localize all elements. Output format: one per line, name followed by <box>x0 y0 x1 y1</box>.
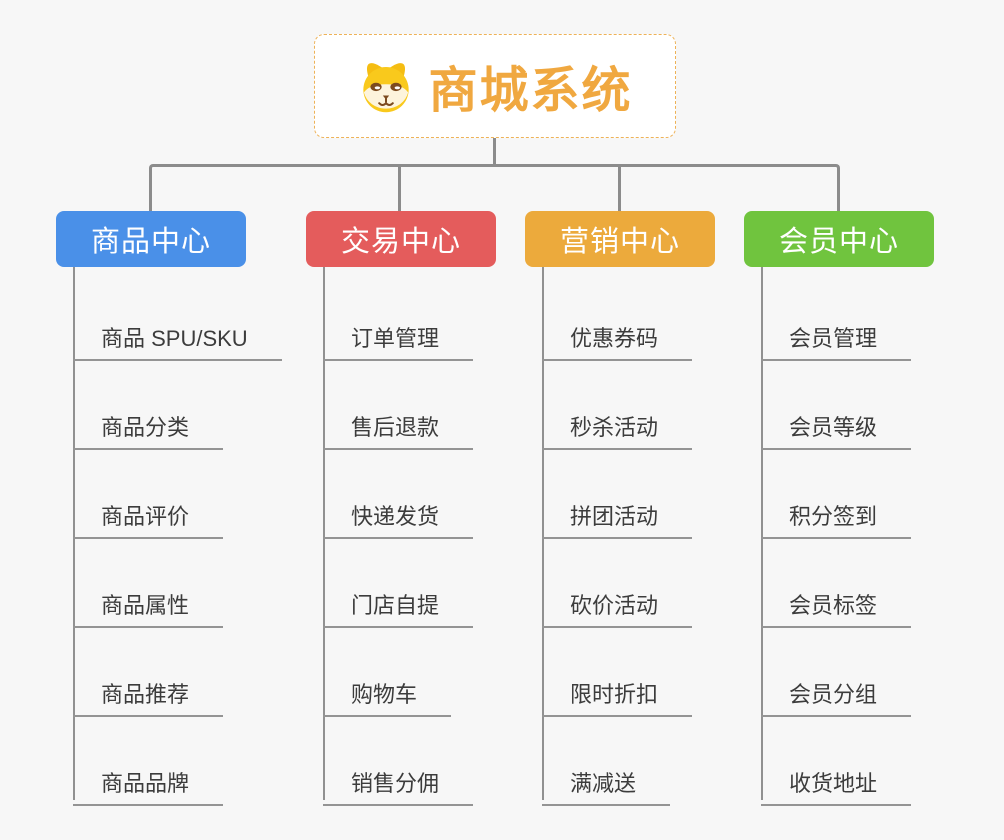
leaf-node[interactable]: 商品分类 <box>73 402 224 450</box>
connector-drop-3 <box>618 167 621 211</box>
connector-root-stub <box>493 138 496 164</box>
leaf-node[interactable]: 会员分组 <box>761 669 912 717</box>
branch-label: 营销中心 <box>559 226 680 258</box>
branch-node-4[interactable]: 会员中心 <box>744 211 934 267</box>
branch-label: 会员中心 <box>778 226 899 258</box>
leaf-node[interactable]: 会员管理 <box>761 313 912 361</box>
branch-label: 交易中心 <box>340 226 461 258</box>
root-title: 商城系统 <box>428 63 633 118</box>
root-node[interactable]: 商城系统 <box>314 34 676 138</box>
leaf-node[interactable]: 商品属性 <box>73 580 224 628</box>
leaf-node[interactable]: 商品推荐 <box>73 669 224 717</box>
leaf-node[interactable]: 满减送 <box>542 758 671 806</box>
dog-logo-icon <box>363 63 410 113</box>
branch-label: 商品中心 <box>90 226 211 258</box>
leaf-node[interactable]: 商品 SPU/SKU <box>73 313 282 361</box>
leaf-node[interactable]: 订单管理 <box>323 313 474 361</box>
branch-trunk-line <box>73 267 75 800</box>
branch-node-1[interactable]: 商品中心 <box>56 211 246 267</box>
branch-node-3[interactable]: 营销中心 <box>525 211 715 267</box>
leaf-node[interactable]: 商品评价 <box>73 491 224 539</box>
leaf-node[interactable]: 优惠券码 <box>542 313 693 361</box>
leaf-node[interactable]: 拼团活动 <box>542 491 693 539</box>
leaf-node[interactable]: 购物车 <box>323 669 452 717</box>
leaf-node[interactable]: 积分签到 <box>761 491 912 539</box>
leaf-node[interactable]: 快递发货 <box>323 491 474 539</box>
branch-trunk-line <box>542 267 544 800</box>
leaf-node[interactable]: 门店自提 <box>323 580 474 628</box>
leaf-node[interactable]: 秒杀活动 <box>542 402 693 450</box>
leaf-node[interactable]: 销售分佣 <box>323 758 474 806</box>
branch-trunk-line <box>323 267 325 800</box>
leaf-node[interactable]: 商品品牌 <box>73 758 224 806</box>
leaf-node[interactable]: 会员标签 <box>761 580 912 628</box>
leaf-node[interactable]: 砍价活动 <box>542 580 693 628</box>
leaf-node[interactable]: 限时折扣 <box>542 669 693 717</box>
connector-drop-2 <box>398 167 401 211</box>
branch-node-2[interactable]: 交易中心 <box>306 211 496 267</box>
leaf-node[interactable]: 会员等级 <box>761 402 912 450</box>
leaf-node[interactable]: 收货地址 <box>761 758 912 806</box>
leaf-node[interactable]: 售后退款 <box>323 402 474 450</box>
branch-trunk-line <box>761 267 763 800</box>
connector-bus <box>149 164 840 212</box>
